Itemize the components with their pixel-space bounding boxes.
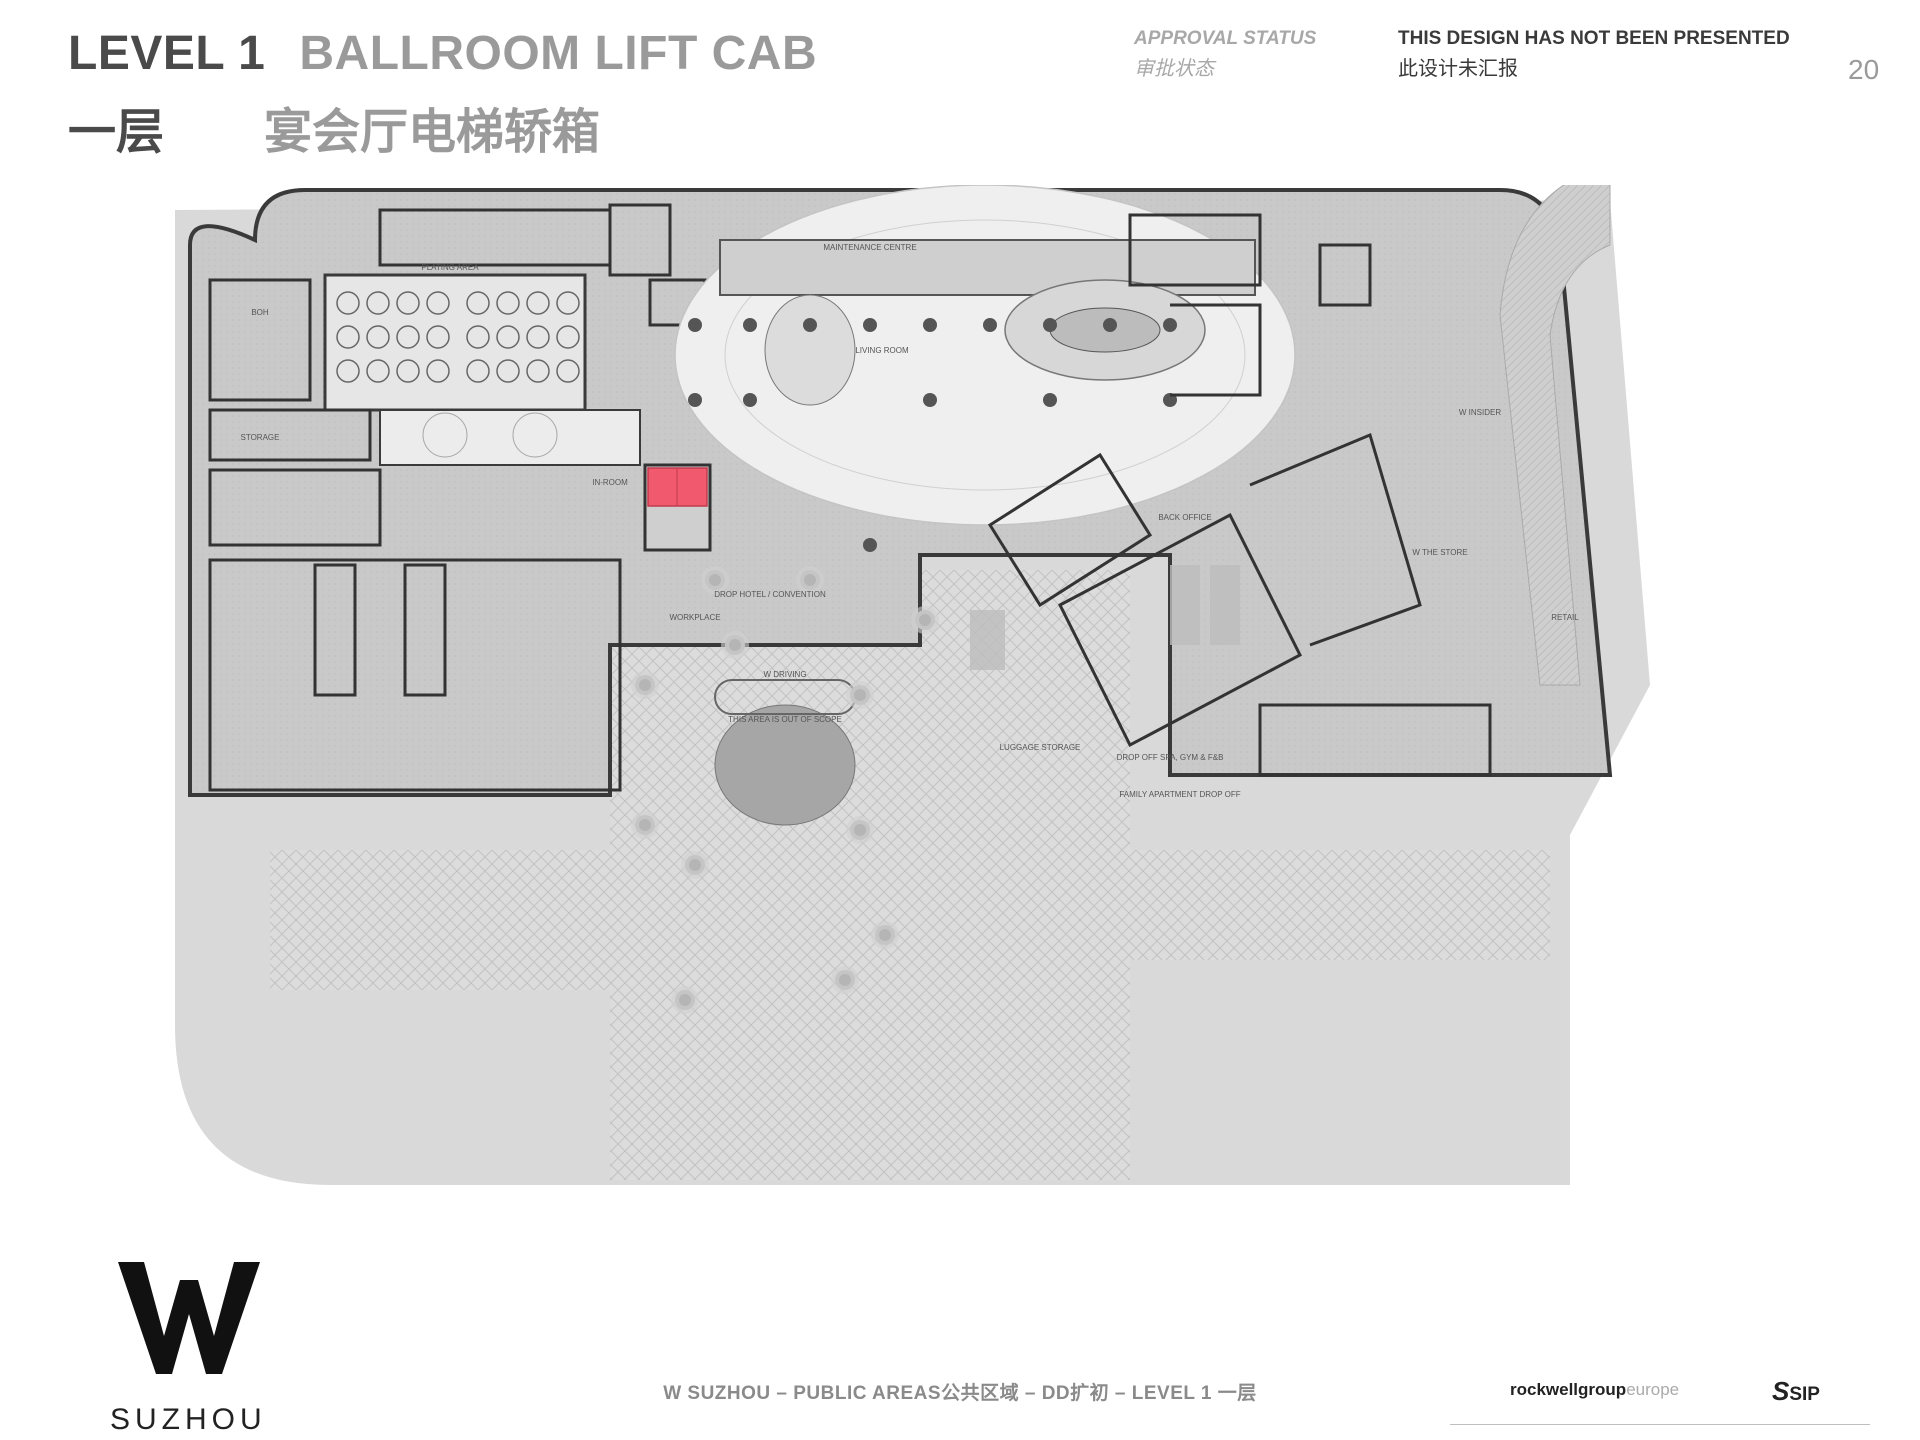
room-label: FAMILY APARTMENT DROP OFF (1119, 790, 1240, 799)
design-status-cn: 此设计未汇报 (1398, 58, 1518, 80)
room-labels: PLATING AREA BOH STORAGE LIVING ROOM MAI… (241, 243, 1580, 799)
room-label: STORAGE (241, 433, 280, 442)
street-curve (1499, 185, 1611, 686)
boh-walls (208, 203, 707, 792)
lounge-columns (688, 318, 1177, 552)
sip-logo: SSIP (1772, 1376, 1820, 1407)
room-label: LIVING ROOM (855, 346, 909, 355)
right-wing-walls (987, 213, 1492, 777)
design-status: THIS DESIGN HAS NOT BEEN PRESENTED (1398, 28, 1790, 49)
room-label: LUGGAGE STORAGE (1000, 743, 1081, 752)
approval-status-label-cn: 审批状态 (1134, 58, 1214, 80)
bar-counter (719, 239, 1256, 296)
page-number: 20 (1848, 54, 1880, 85)
sip-name: SIP (1789, 1384, 1820, 1405)
footer-rule (1450, 1424, 1870, 1425)
room-label: W THE STORE (1412, 548, 1467, 557)
out-of-scope-area (714, 704, 856, 826)
room-label: DROP HOTEL / CONVENTION (714, 590, 826, 599)
subject-label-cn: 宴会厅电梯轿箱 (264, 106, 601, 159)
room-label: BOH (251, 308, 269, 317)
room-label: RETAIL (1551, 613, 1579, 622)
rockwell-logo: rockwellgroupeurope (1510, 1380, 1679, 1400)
city-label: SUZHOU (110, 1403, 267, 1436)
rockwell-name: rockwellgroup (1510, 1380, 1627, 1399)
page-title-cn: 一层 宴会厅电梯轿箱 (68, 92, 600, 162)
prefunction (379, 409, 641, 466)
room-label: WORKPLACE (669, 613, 720, 622)
room-label: W DRIVING (763, 670, 806, 679)
room-label: BACK OFFICE (1158, 513, 1211, 522)
landscape-trees (631, 566, 939, 1014)
sip-mark: S (1772, 1376, 1790, 1406)
subject-label: BALLROOM LIFT CAB (299, 27, 818, 80)
right-wing-fill (970, 565, 1240, 670)
out-of-scope-label: THIS AREA IS OUT OF SCOPE (728, 715, 842, 724)
w-hotels-logo (118, 1262, 260, 1374)
room-label: IN-ROOM (592, 478, 628, 487)
room-label: PLATING AREA (421, 263, 479, 272)
approval-status-label: APPROVAL STATUS (1134, 28, 1317, 49)
rockwell-suffix: europe (1626, 1380, 1680, 1399)
footer-caption: W SUZHOU – PUBLIC AREAS公共区域 – DD扩初 – LEV… (663, 1383, 1257, 1404)
floor-plan: THIS AREA IS OUT OF SCOPE PLATING AREA B… (175, 185, 1650, 1185)
room-label: DROP OFF SPA, GYM & F&B (1117, 753, 1224, 762)
room-label: W INSIDER (1459, 408, 1501, 417)
banquet-tables (336, 291, 580, 383)
level-label-cn: 一层 (68, 106, 165, 159)
room-label: MAINTENANCE CENTRE (823, 243, 916, 252)
page-title-en: LEVEL 1 BALLROOM LIFT CAB (68, 26, 817, 81)
level-label: LEVEL 1 (68, 27, 266, 80)
